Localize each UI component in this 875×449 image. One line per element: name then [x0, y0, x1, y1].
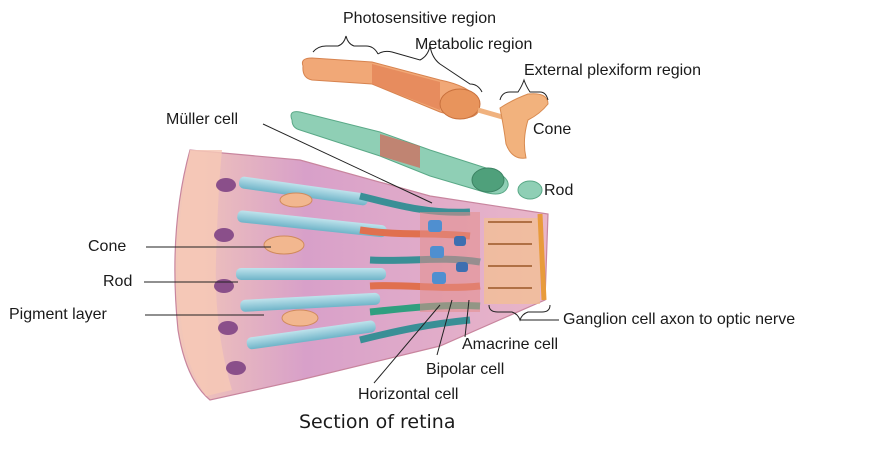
label-pigment-layer: Pigment layer	[9, 306, 107, 324]
label-metabolic-region: Metabolic region	[415, 36, 532, 54]
label-cone-top: Cone	[533, 121, 571, 139]
label-rod-top: Rod	[544, 182, 573, 200]
label-external-plexiform-region: External plexiform region	[524, 62, 701, 80]
label-horizontal-cell: Horizontal cell	[358, 386, 458, 404]
label-photosensitive-region: Photosensitive region	[343, 10, 496, 28]
label-ganglion-axon: Ganglion cell axon to optic nerve	[563, 311, 795, 329]
label-rod-left: Rod	[103, 273, 132, 291]
label-muller-cell: Müller cell	[166, 111, 238, 129]
isolated-cone	[302, 58, 506, 119]
label-cone-left: Cone	[88, 238, 126, 256]
label-amacrine-cell: Amacrine cell	[462, 336, 558, 354]
label-bipolar-cell: Bipolar cell	[426, 361, 504, 379]
figure-caption: Section of retina	[299, 411, 455, 433]
